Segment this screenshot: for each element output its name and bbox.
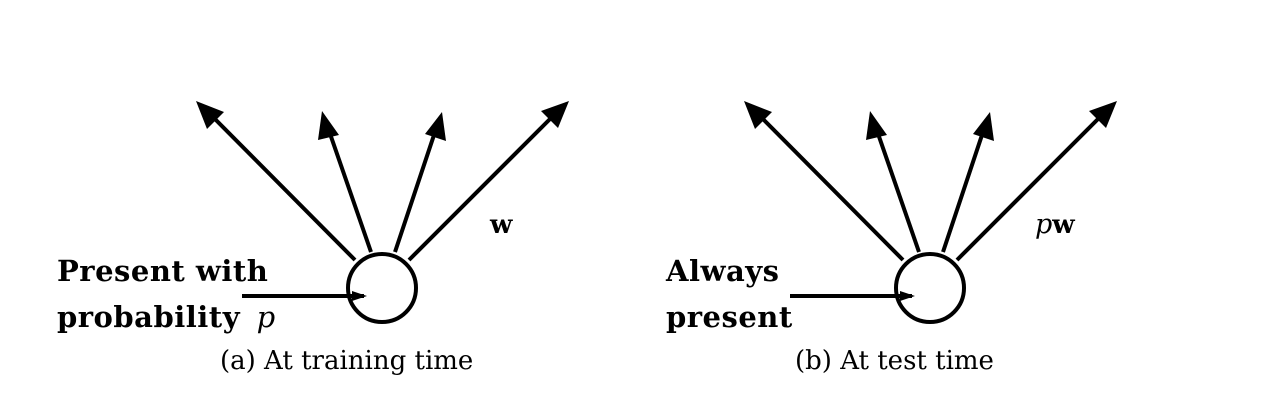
input-label-line2-b: present [666,300,793,334]
weight-label-a: w [490,210,513,240]
weight-vector-w: w [1052,210,1075,240]
output-arrowhead-a-4 [541,101,569,128]
weight-label-b: pw [1035,211,1075,238]
output-arrow-b-3 [941,125,987,253]
input-label-probability: probability [57,300,241,334]
input-label-line1-a: Present with [57,254,269,288]
output-arrowhead-b-1 [744,101,772,129]
output-arrow-a-4 [407,110,559,262]
output-arrow-a-3 [393,125,439,253]
output-arrowhead-b-4 [1089,101,1117,128]
output-arrowhead-a-2 [318,111,339,140]
output-arrow-b-2 [873,124,921,253]
output-arrow-b-1 [754,110,905,262]
output-arrowhead-b-3 [973,112,994,141]
probability-symbol-p: p [256,300,276,334]
output-arrow-a-2 [325,124,373,253]
input-arrowhead-b [900,291,915,301]
output-arrowhead-b-2 [866,111,887,140]
output-arrowhead-a-3 [425,112,446,141]
neuron-unit-b [894,252,966,324]
neuron-unit-a [346,252,418,324]
input-label-line2-a: probability p [57,303,276,332]
panel-b [744,101,1117,324]
caption-a: (a) At training time [220,346,474,376]
panel-a [196,101,569,324]
weight-scale-p: p [1035,209,1053,240]
output-arrowhead-a-1 [196,101,224,129]
caption-b: (b) At test time [795,346,994,376]
input-label-line1-b: Always [666,254,780,288]
output-arrow-b-4 [955,110,1107,262]
output-arrow-a-1 [206,110,357,262]
input-arrowhead-a [352,291,367,301]
